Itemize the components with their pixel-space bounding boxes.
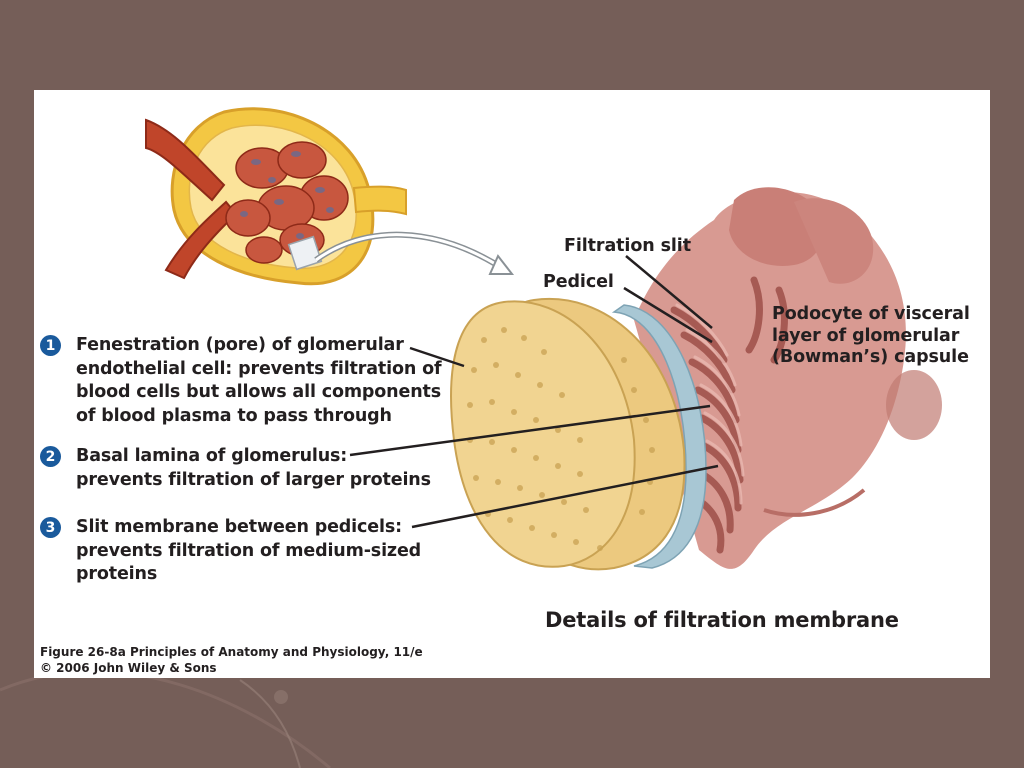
figure-caption: Details of filtration membrane <box>545 608 899 632</box>
number-badge: 2 <box>40 446 61 467</box>
pedicel-label: Pedicel <box>543 272 614 292</box>
item-basal-lamina: 2 Basal lamina of glomerulus: prevents f… <box>40 445 431 492</box>
figure-panel: Filtration slit Pedicel Podocyte of visc… <box>34 90 990 678</box>
item-text: Slit membrane between pedicels: prevents… <box>76 517 422 584</box>
item-text: Fenestration (pore) of glomerular endoth… <box>76 335 442 426</box>
number-badge: 1 <box>40 335 61 356</box>
leader-lines <box>349 255 719 529</box>
item-slit-membrane: 3 Slit membrane between pedicels: preven… <box>40 516 421 587</box>
filtration-membrane-illustration <box>145 107 942 571</box>
number-badge: 3 <box>40 517 61 538</box>
podocyte-label: Podocyte of visceral layer of glomerular… <box>772 304 970 367</box>
podocyte-illustration <box>450 187 942 571</box>
renal-corpuscle-illustration <box>145 107 515 286</box>
filtration-slit-label: Filtration slit <box>564 236 691 256</box>
item-fenestration: 1 Fenestration (pore) of glomerular endo… <box>40 334 442 428</box>
figure-credit: Figure 26-8a Principles of Anatomy and P… <box>40 645 423 675</box>
item-text: Basal lamina of glomerulus: prevents fil… <box>76 446 431 490</box>
